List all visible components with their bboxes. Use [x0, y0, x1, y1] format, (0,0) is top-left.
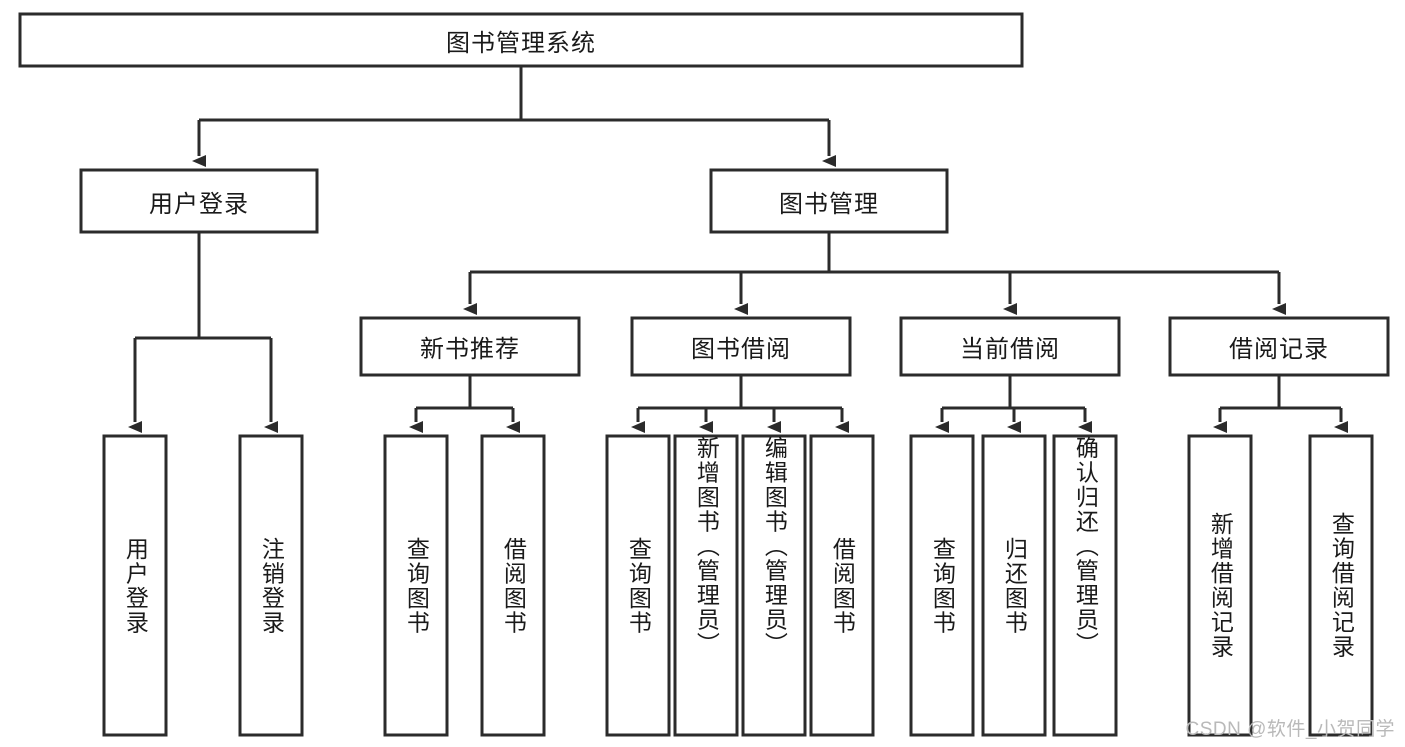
leaf-box-13[interactable]	[1308, 434, 1374, 737]
leaf-box-5[interactable]	[605, 434, 671, 737]
connector-group-new-books	[409, 375, 520, 433]
leaf-box-10[interactable]	[981, 434, 1047, 737]
node-box-new-book-rec[interactable]	[359, 316, 581, 377]
watermark-text: CSDN @软件_小贺同学	[1185, 719, 1395, 740]
leaf-box-6[interactable]	[673, 434, 739, 737]
leaf-box-8[interactable]	[809, 434, 875, 737]
node-box-current-borrow[interactable]	[899, 316, 1121, 377]
leaf-box-12[interactable]	[1187, 434, 1253, 737]
node-box-book-borrow[interactable]	[630, 316, 852, 377]
leaf-box-7[interactable]	[741, 434, 807, 737]
node-box-book-mgmt[interactable]	[709, 168, 949, 234]
connector-group-user-login	[128, 232, 278, 433]
connector-group-records	[1213, 375, 1348, 433]
leaf-box-2[interactable]	[238, 434, 304, 737]
connector-group-root	[192, 66, 836, 167]
leaf-box-4[interactable]	[480, 434, 546, 737]
leaf-box-3[interactable]	[383, 434, 449, 737]
node-box-borrow-records[interactable]	[1168, 316, 1390, 377]
node-box-root[interactable]	[18, 12, 1024, 68]
connector-group-book-mgmt	[463, 232, 1286, 315]
node-box-user-login[interactable]	[79, 168, 319, 234]
leaf-box-1[interactable]	[102, 434, 168, 737]
leaf-box-11[interactable]	[1052, 434, 1118, 737]
connector-group-borrow	[631, 375, 849, 433]
connector-group-current	[935, 375, 1092, 433]
leaf-box-9[interactable]	[909, 434, 975, 737]
